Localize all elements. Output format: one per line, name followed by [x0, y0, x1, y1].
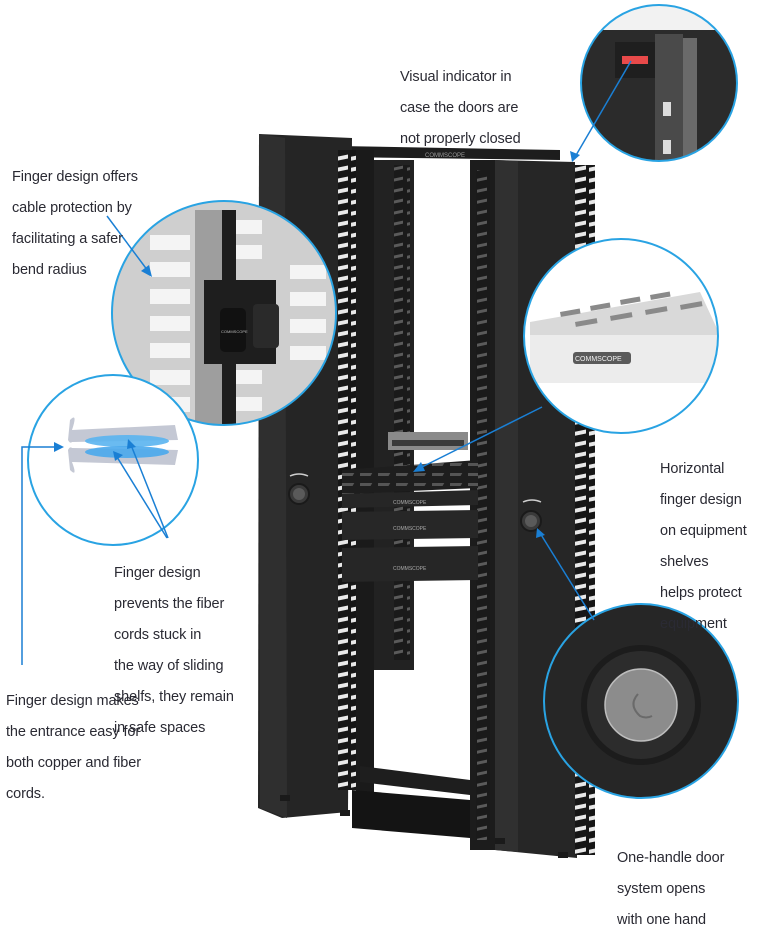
callout-line: in safe spaces — [114, 719, 206, 736]
callout-line: not properly closed — [400, 130, 521, 147]
indicator-detail-circle — [580, 4, 738, 162]
shelf-1-logo: COMMSCOPE — [393, 500, 427, 506]
rack-top-logo: COMMSCOPE — [425, 153, 465, 159]
callout-finger-sliding-shelves: Finger design prevents the fiber cords s… — [114, 550, 234, 752]
callout-one-handle-door: One-handle door system opens with one ha… — [617, 835, 724, 944]
left-door-handle[interactable] — [288, 473, 310, 505]
callout-line: cords. — [6, 785, 45, 802]
callout-line: both copper and fiber — [6, 754, 141, 771]
shelf-2-front — [342, 510, 478, 540]
shelf-2-logo: COMMSCOPE — [393, 526, 427, 532]
callout-line: on equipment — [660, 522, 747, 539]
callout-line: shelfs, they remain — [114, 688, 234, 705]
fiber-finger-detail-circle — [27, 374, 199, 546]
callout-horizontal-finger: Horizontal finger design on equipment sh… — [660, 446, 747, 648]
callout-line: Finger design makes — [6, 692, 139, 709]
fiber-cord — [85, 446, 169, 458]
rack-feet — [280, 795, 568, 858]
callout-line: bend radius — [12, 261, 87, 278]
shelf-detail-circle: COMMSCOPE — [523, 238, 719, 434]
callout-line: Finger design — [114, 564, 201, 581]
callout-line: finger design — [660, 491, 742, 508]
handle-detail-circle — [543, 603, 739, 799]
rack-base — [352, 790, 470, 838]
callout-line: equipment — [660, 615, 727, 632]
shelf-3-logo: COMMSCOPE — [393, 566, 427, 572]
callout-line: the way of sliding — [114, 657, 224, 674]
callout-line: One-handle door — [617, 849, 725, 866]
door-indicator-light — [622, 56, 648, 64]
callout-line: shelves — [660, 553, 709, 570]
bracket-logo: COMMSCOPE — [221, 329, 248, 334]
right-door-handle[interactable] — [520, 499, 542, 532]
callout-arrows — [21, 60, 632, 665]
shelf-1-top — [342, 460, 478, 494]
left-inner-manager-slots — [394, 165, 410, 660]
callout-line: case the doors are — [400, 99, 519, 116]
shelf-detail-logo: COMMSCOPE — [575, 356, 622, 363]
callout-line: the entrance easy for — [6, 723, 141, 740]
fiber-cord — [85, 435, 169, 447]
callout-finger-entrance: Finger design makes the entrance easy fo… — [6, 678, 141, 818]
callout-line: system opens — [617, 880, 706, 897]
handle-button — [604, 668, 678, 742]
rack-top-crossbar — [338, 146, 560, 160]
callout-line: Finger design offers — [12, 168, 138, 185]
callout-finger-cable-protection: Finger design offers cable protection by… — [12, 154, 138, 294]
callout-line: cords stuck in — [114, 626, 202, 643]
right-door-face — [495, 160, 518, 852]
callout-line: helps protect — [660, 584, 742, 601]
rack-base-front — [360, 766, 470, 795]
callout-line: facilitating a safer — [12, 230, 123, 247]
callout-line: Horizontal — [660, 460, 725, 477]
patch-panel-ports — [392, 440, 464, 446]
rack-diagram: COMMSCOPE COMMSCOPE COMMSCOPE COMMSCOPE — [21, 4, 739, 858]
callout-line: with one hand — [617, 911, 706, 928]
shelf-3-front — [342, 546, 478, 582]
callout-visual-indicator: Visual indicator in case the doors are n… — [400, 54, 521, 163]
shelf-1-front — [342, 490, 478, 508]
right-inner-slots — [476, 170, 490, 840]
callout-line: Visual indicator in — [400, 68, 512, 85]
callout-line: cable protection by — [12, 199, 132, 216]
callout-line: prevents the fiber — [114, 595, 225, 612]
